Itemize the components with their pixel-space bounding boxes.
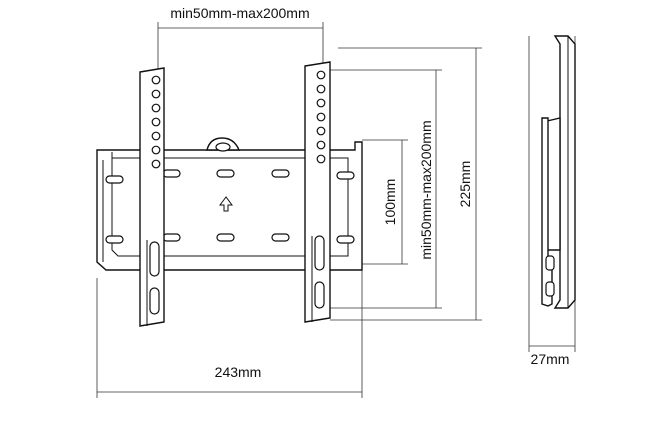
latch [206, 137, 241, 152]
depth-label: 27mm [531, 351, 570, 367]
vertical-range-label: min50mm-max200mm [418, 120, 434, 259]
top-width-label: min50mm-max200mm [170, 5, 309, 21]
left-arm [139, 67, 165, 327]
right-arm [304, 61, 331, 323]
overall-height-label: 225mm [457, 161, 473, 208]
side-view [541, 35, 576, 309]
plate-height-label: 100mm [382, 179, 398, 226]
up-arrow-icon [219, 196, 233, 212]
overall-width-label: 243mm [215, 364, 262, 380]
front-view [96, 61, 363, 327]
